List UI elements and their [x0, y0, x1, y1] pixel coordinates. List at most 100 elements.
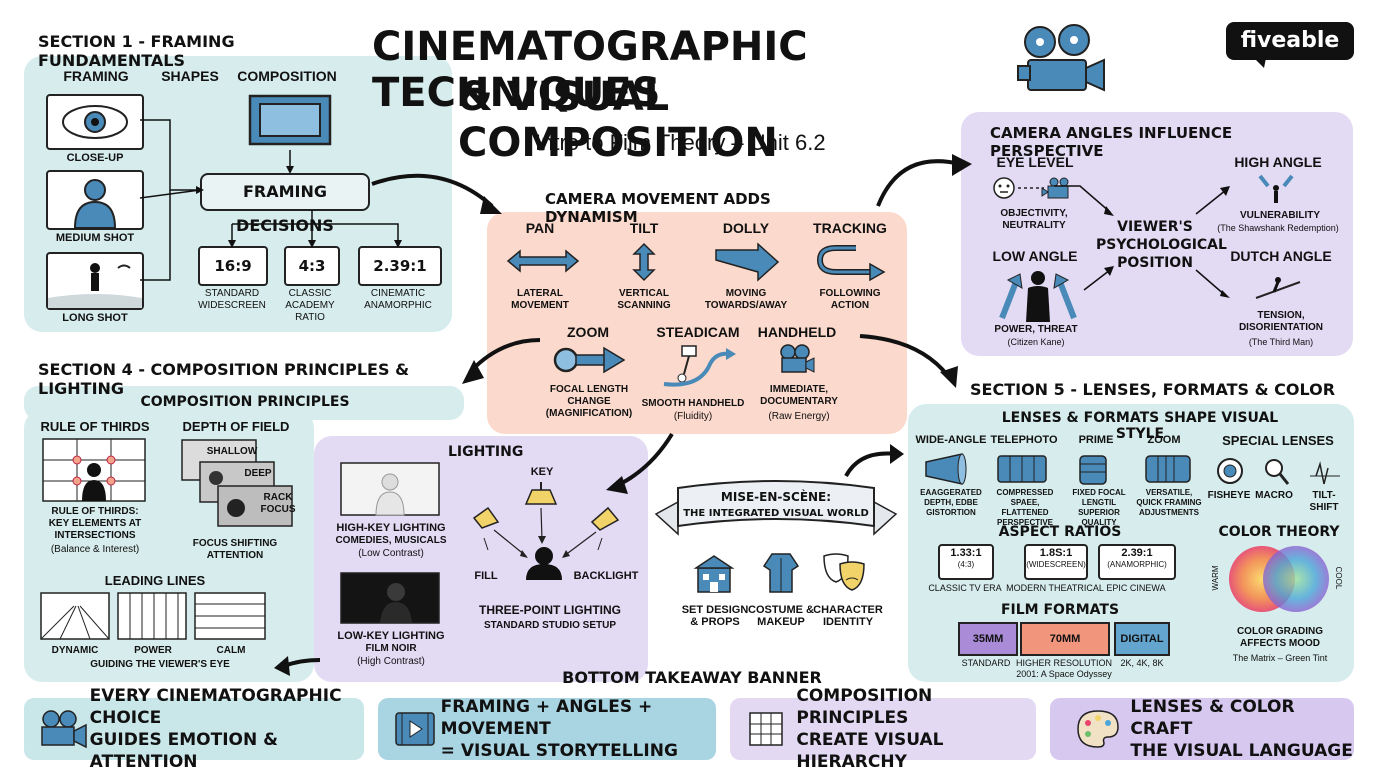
composition-frame-icon [248, 94, 332, 146]
lens-wide-desc: EAAGGERATED DEPTH, EDBE GISTORTION [920, 488, 982, 517]
movement-heading: CAMERA MOVEMENT ADDS DYNAMISM [545, 190, 771, 226]
mise-title2: THE INTEGRATED VISUAL WORLD [683, 508, 869, 519]
col-framing: FRAMING [63, 68, 129, 84]
three-point-diagram [468, 480, 628, 580]
banner-4-line2: THE VISUAL LANGUAGE [1130, 741, 1353, 761]
banner-2-line1: FRAMING + ANGLES + MOVEMENT [440, 697, 653, 739]
subtitle: Intro to Film Theory – Unit 6.2 [535, 130, 826, 155]
takeaway-banner-3: COMPOSITION PRINCIPLES CREATE VISUAL HIE… [730, 686, 1036, 772]
mise-title1: MISE-EN-SCÈNE: [720, 490, 832, 504]
high-angle-example: (The Shawshank Redemption) [1217, 223, 1339, 233]
tilt-arrow-icon [632, 242, 656, 282]
tilt-desc: VERTICAL SCANNING [617, 288, 671, 311]
takeaway-banner-2: FRAMING + ANGLES + MOVEMENT = VISUAL STO… [378, 697, 716, 761]
low-key-name: LOW-KEY LIGHTING [337, 630, 445, 642]
title-line2: & VISUAL COMPOSITION [458, 74, 778, 166]
aspect-2-value: 1.8S:1 [1039, 547, 1073, 559]
steadicam-desc: SMOOTH HANDHELD [641, 398, 745, 409]
camera-icon [38, 709, 87, 749]
leading-desc: GUIDING THE VIEWER'S EYE [90, 659, 230, 670]
takeaway-banner-4: LENSES & COLOR CRAFT THE VISUAL LANGUAGE [1050, 697, 1354, 761]
low-key-note: (High Contrast) [357, 656, 425, 667]
grid-icon [746, 709, 783, 749]
banner-1-line2: GUIDES EMOTION & ATTENTION [89, 730, 278, 772]
shot-long: LONG SHOT [62, 312, 128, 324]
dof-deep: DEEP [244, 468, 272, 479]
format-70mm-label: HIGHER RESOLUTION [1015, 658, 1112, 668]
leading-calm: CALM [216, 645, 246, 656]
formats-heading: FILM FORMATS [1000, 602, 1120, 618]
lens-tele-name: TELEPHOTO [990, 434, 1058, 446]
mise-costume: COSTUME & MAKEUP [748, 604, 814, 628]
ratio-2-39-value: 2.39:1 [373, 257, 427, 275]
dof-rack: RACK FOCUS [260, 492, 296, 515]
tracking-desc: FOLLOWING ACTION [819, 288, 881, 311]
format-digital-value: DIGITAL [1120, 633, 1164, 645]
takeaway-heading: BOTTOM TAKEAWAY BANNER [562, 668, 822, 687]
banner-1-line1: EVERY CINEMATOGRAPHIC CHOICE [89, 686, 342, 728]
dutch-angle-name: DUTCH ANGLE [1230, 248, 1332, 264]
aspect-box-1: 1.33:1 (4:3) [938, 544, 994, 580]
angles-center: VIEWER'S PSYCHOLOGICAL POSITION [1096, 219, 1227, 271]
takeaway-banner-1: EVERY CINEMATOGRAPHIC CHOICE GUIDES EMOT… [24, 686, 364, 772]
eye-level-name: EYE LEVEL [996, 154, 1074, 170]
angles-panel [961, 112, 1353, 356]
leading-lines-name: LEADING LINES [104, 573, 206, 588]
dof-desc: FOCUS SHIFTING ATTENTION [192, 538, 278, 561]
special-macro: MACRO [1255, 490, 1293, 501]
fill-light-label: FILL [474, 570, 498, 582]
eye-level-desc: OBJECTIVITY, NEUTRALITY [1000, 208, 1068, 231]
lens-prime-desc: FIXED FOCAL LENGTIL SUPERIOR QUALITY [1072, 488, 1126, 527]
ratio-16-9: 16:9 [198, 246, 268, 286]
leading-dynamic: DYNAMIC [51, 645, 99, 656]
pan-arrow-icon [506, 249, 580, 273]
high-key-desc: COMEDIES, MUSICALS [335, 535, 447, 546]
dolly-arrow-icon [714, 242, 780, 282]
low-angle-desc: POWER, THREAT [994, 324, 1078, 335]
handheld-note: (Raw Energy) [768, 411, 830, 422]
lens-zoom-desc: VERSATILE, QUICK FRAMING ADJUSTMENTS [1136, 488, 1202, 517]
color-note: The Matrix – Green Tint [1232, 653, 1328, 663]
thirds-desc: RULE OF THIRDS: KEY ELEMENTS AT INTERSEC… [48, 506, 142, 541]
dutch-angle-example: (The Third Man) [1248, 337, 1314, 347]
high-key-image [340, 462, 440, 516]
fiveable-logo[interactable]: fiveable [1226, 22, 1354, 60]
high-key-name: HIGH-KEY LIGHTING [336, 522, 446, 534]
ratio-4-3-value: 4:3 [298, 257, 326, 275]
palette-icon [1076, 709, 1119, 749]
dutch-angle-desc: TENSION, DISORIENTATION [1238, 310, 1324, 333]
handheld-desc: IMMEDIATE, DOCUMENTARY [760, 384, 838, 407]
lens-tele-desc: COMPRESSED SPAEE, FLATTENED PERSPECTIVE [996, 488, 1054, 527]
handheld-camera-icon [778, 344, 815, 374]
section5-heading: SECTION 5 - LENSES, FORMATS & COLOR [970, 380, 1336, 399]
ratio-2-39: 2.39:1 [358, 246, 442, 286]
format-70mm-note: 2001: A Space Odyssey [1016, 669, 1112, 679]
tilt-name: TILT [629, 220, 659, 236]
leading-lines-frames [40, 592, 268, 640]
format-35mm-label: STANDARD [961, 658, 1011, 668]
shot-medium: MEDIUM SHOT [55, 232, 135, 244]
steadicam-note: (Fluidity) [673, 411, 713, 422]
aspect-box-2: 1.8S:1 (WIDESCREEN) [1024, 544, 1088, 580]
low-angle-example: (Citizen Kane) [1007, 337, 1065, 347]
format-35mm-value: 35MM [972, 633, 1004, 645]
low-key-image [340, 572, 440, 624]
steadicam-name: STEADICAM [656, 324, 740, 340]
ratio-2-39-label: CINEMATIC ANAMORPHIC [364, 288, 432, 311]
aspect-heading: ASPECT RATIOS [998, 524, 1122, 540]
title-line1: CINEMATOGRAPHIC TECHNIQUES [372, 24, 808, 116]
shot-close-up: CLOSE-UP [66, 152, 124, 164]
pan-desc: LATERAL MOVEMENT [511, 288, 569, 311]
set-design-icon [693, 554, 735, 594]
format-35mm: 35MM [958, 622, 1018, 656]
leading-power: POWER [134, 645, 172, 656]
medium-shot-thumb [46, 170, 144, 230]
aspect-1-value: 1.33:1 [950, 547, 982, 559]
handheld-name: HANDHELD [757, 324, 837, 340]
framing-decisions-box: FRAMING DECISIONS [200, 173, 370, 235]
logo-text: fiveable [1240, 28, 1340, 53]
aspect-1-label: CLASSIC TV ERA [928, 583, 1002, 593]
logo-tail [1254, 58, 1266, 68]
color-cool-label: COOL [1334, 566, 1343, 590]
col-composition: COMPOSITION [237, 68, 337, 84]
